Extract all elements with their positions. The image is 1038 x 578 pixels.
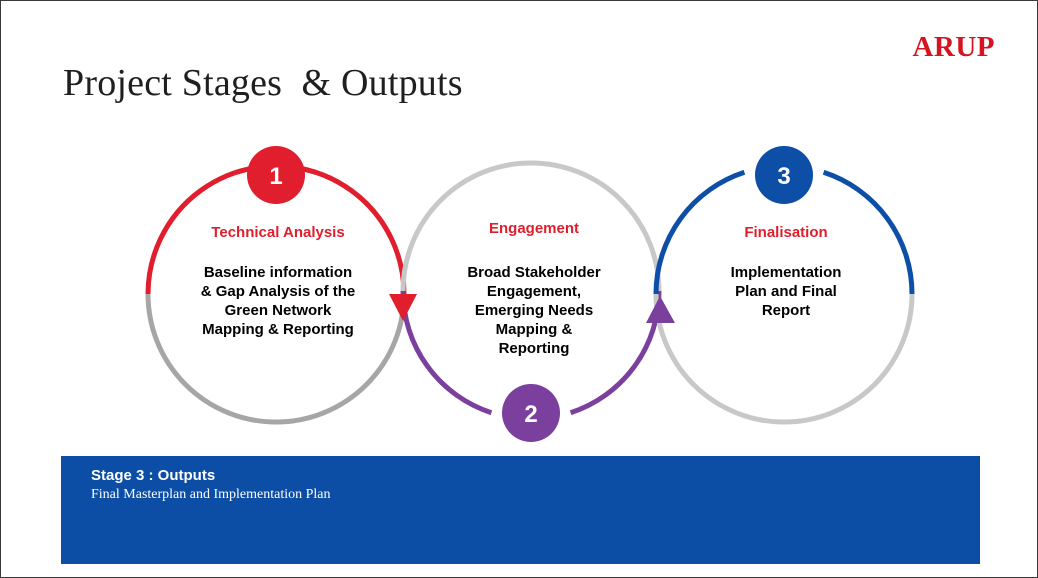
stage-2-body-line: Emerging Needs (475, 302, 593, 319)
stage-1-number: 1 (269, 163, 282, 190)
stage-2-badge (502, 384, 560, 442)
stage-1-body-line: Mapping & Reporting (202, 321, 354, 338)
stage-3-number: 3 (777, 163, 790, 190)
outputs-bar: Stage 3 : Outputs Final Masterplan and I… (61, 456, 980, 564)
stage-3-heading: Finalisation (744, 224, 827, 241)
stage-3-ring-blue-arc-left (653, 169, 746, 295)
arup-logo: ARUP (912, 31, 995, 63)
stage-1-body-line: & Gap Analysis of the (201, 283, 355, 300)
stage-2-body-line: Broad Stakeholder (467, 264, 601, 281)
stage-3-badge (755, 146, 813, 204)
stage-3-ring-blue-arc-right (822, 169, 915, 295)
slide-title: Project Stages & Outputs (63, 62, 463, 104)
flow-arrows (389, 294, 675, 323)
stage-1-ring-grey-arc (145, 293, 407, 425)
stage-3-body-line: Report (762, 302, 810, 319)
stage-2-ring-grey-arc (400, 160, 662, 292)
stage-1-badge (247, 146, 305, 204)
down-arrow-icon (389, 294, 417, 321)
stage-3-ring-grey-arc (653, 293, 915, 425)
stage-1-body-line: Baseline information (204, 264, 352, 281)
stage-2-body-line: Engagement, (487, 283, 581, 300)
stage-2-number: 2 (524, 401, 537, 428)
stage-2-body-line: Mapping & (496, 321, 573, 338)
stage-3-body-line: Plan and Final (735, 283, 837, 300)
stage-1-heading: Technical Analysis (211, 224, 344, 241)
up-arrow-icon (646, 296, 675, 323)
stage-number-badges: 1 2 3 (247, 146, 813, 442)
stage-3-body-line: Implementation (731, 264, 842, 281)
outputs-text: Final Masterplan and Implementation Plan (91, 487, 331, 502)
stage-2-body-line: Reporting (499, 340, 570, 357)
stage-2-heading: Engagement (489, 220, 579, 237)
stage-1-body-line: Green Network (225, 302, 332, 319)
outputs-title: Stage 3 : Outputs (91, 467, 216, 484)
